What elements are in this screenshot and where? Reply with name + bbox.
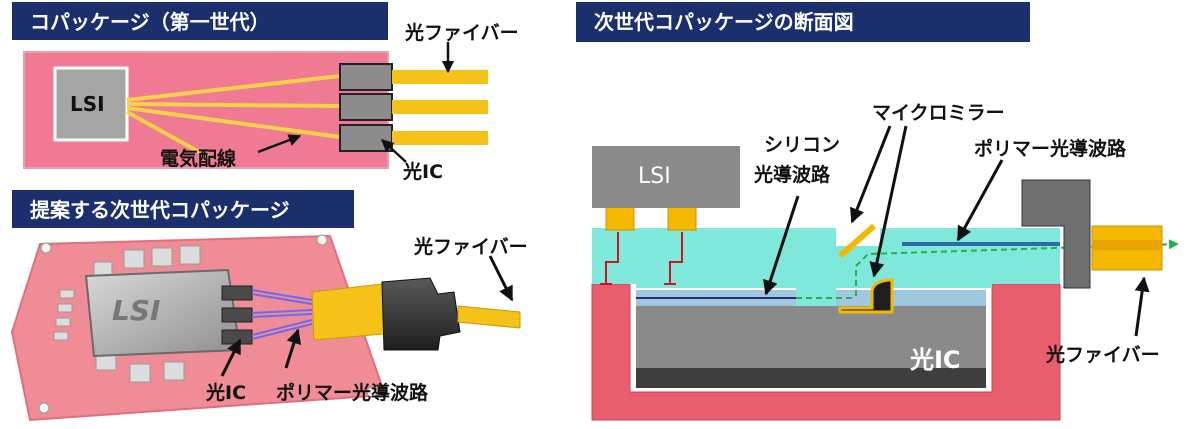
proposed-screw-holes (38, 234, 378, 414)
xs-polymer-wg-label: ポリマー光導波路 (974, 138, 1127, 160)
xs-silicon-wg-arrow (763, 195, 800, 296)
xs-silicon-wg-label-2: 光導波路 (754, 164, 831, 186)
xs-lsi-label: LSI (638, 164, 671, 189)
proposed-lsi-label: LSI (112, 294, 161, 327)
proposed-optical-ic-label: 光IC (206, 382, 247, 404)
proposed-fiber-connector (381, 277, 461, 351)
proposed-title: 提案する次世代コパッケージ (12, 190, 354, 228)
xs-optical-ic-base (636, 368, 986, 388)
gen1-lsi-chip (53, 66, 129, 142)
xs-fiber-arrow (1134, 276, 1150, 337)
proposed-fiber-label: 光ファイバー (414, 236, 528, 258)
xs-silicon-wg-label-1: シリコン (764, 134, 841, 156)
gen1-optical-ic-blocks (339, 63, 393, 152)
xs-electrical-vias (600, 232, 683, 285)
proposed-waveguide-label: ポリマー光導波路 (276, 382, 429, 404)
gen1-wiring-arrow (257, 134, 302, 154)
xs-polymer-wg-arrow (956, 159, 1004, 242)
gen1-wiring-label: 電気配線 (160, 148, 237, 170)
cross-section-title: 次世代コパッケージの断面図 (576, 2, 1030, 42)
proposed-polymer-waveguides (251, 289, 313, 340)
xs-fiber-label: 光ファイバー (1046, 344, 1160, 366)
xs-micromirror-label: マイクロミラー (872, 102, 1005, 124)
gen1-diagram (23, 42, 488, 169)
gen1-optical-ic-label: 光IC (403, 161, 444, 183)
gen1-fibers (392, 70, 488, 145)
xs-cyan-layer (592, 228, 1060, 306)
gen1-electrical-wiring (126, 74, 341, 160)
gen1-title: コパッケージ（第一世代） (12, 2, 388, 40)
xs-solder-bumps (605, 205, 697, 231)
xs-fiber-connector (1021, 179, 1091, 289)
xs-micromirror-arrow-a (849, 125, 892, 224)
proposed-waveguide-arrow (284, 328, 302, 369)
gen1-fiber-label: 光ファイバー (405, 22, 519, 44)
xs-micromirror-top (838, 223, 876, 259)
xs-lsi-chip (592, 146, 740, 208)
xs-micromirror-arrow-b (869, 125, 908, 278)
xs-optical-ic-body (636, 304, 986, 368)
proposed-ic-arrow (220, 338, 242, 377)
xs-micromirror-bottom (838, 278, 894, 314)
xs-optical-ic-label: 光IC (910, 346, 961, 374)
proposed-fiber-arrow (488, 255, 514, 302)
xs-light-path (855, 239, 1179, 296)
proposed-small-pads (53, 245, 201, 383)
gen1-ic-arrow (381, 139, 407, 163)
xs-fiber-core (1092, 240, 1162, 250)
proposed-fiber-tail (457, 305, 521, 329)
gen1-lsi-label: LSI (70, 92, 105, 116)
proposed-diagram (10, 234, 521, 422)
